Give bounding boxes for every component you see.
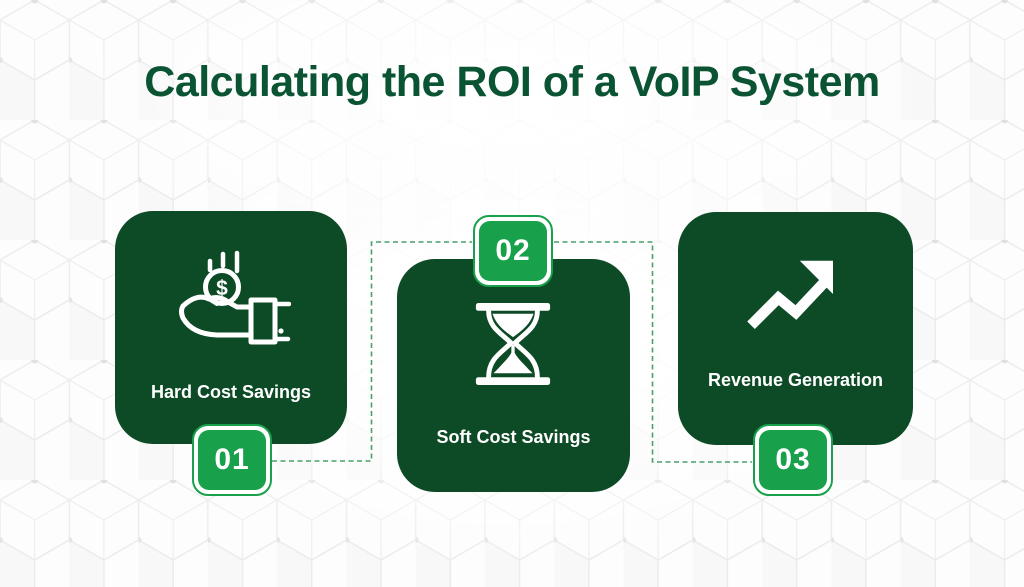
page-title: Calculating the ROI of a VoIP System xyxy=(144,58,880,106)
trend-up-arrow-icon xyxy=(747,260,833,330)
connector-step1-step2 xyxy=(272,241,472,462)
card-label: Revenue Generation xyxy=(707,370,884,390)
hourglass-icon xyxy=(475,303,551,385)
step-number: 01 xyxy=(198,430,266,490)
step-number: 02 xyxy=(479,221,547,281)
step-number: 03 xyxy=(759,430,827,490)
card-soft-cost-savings: Soft Cost Savings xyxy=(397,259,630,492)
step-number-badge-03: 03 xyxy=(753,424,833,496)
svg-text:$: $ xyxy=(216,277,228,300)
card-label: Hard Cost Savings xyxy=(150,382,312,402)
card-revenue-generation: Revenue Generation xyxy=(678,212,913,445)
hand-receiving-money-icon: $ xyxy=(179,250,291,345)
step-number-badge-02: 02 xyxy=(473,215,553,287)
card-label: Soft Cost Savings xyxy=(436,427,591,447)
card-hard-cost-savings: $ Hard Cost Savings xyxy=(115,211,347,444)
step-number-badge-01: 01 xyxy=(192,424,272,496)
connector-step2-step3 xyxy=(554,241,752,463)
